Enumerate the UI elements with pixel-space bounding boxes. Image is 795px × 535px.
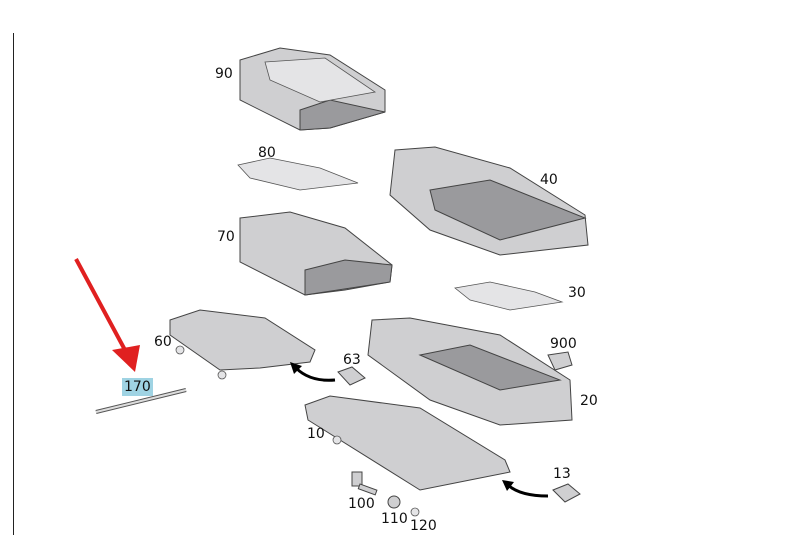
label-63: 63 — [343, 352, 361, 368]
assembly-arrow-63-head — [290, 362, 302, 374]
label-40: 40 — [540, 172, 558, 188]
part-30-heating-mat[interactable] — [454, 281, 564, 311]
part-10-seat-frame[interactable] — [304, 395, 511, 491]
assembly-arrow-13-head — [502, 480, 514, 491]
assembly-arrow-13 — [506, 483, 549, 498]
part-63-bracket[interactable] — [337, 366, 366, 386]
part-120-washer[interactable] — [410, 507, 420, 517]
frame-divider — [13, 33, 14, 535]
red-pointer-arrow — [74, 258, 127, 351]
label-100: 100 — [348, 496, 375, 512]
label-120: 120 — [410, 518, 437, 534]
label-13: 13 — [553, 466, 571, 482]
label-110: 110 — [381, 511, 408, 527]
label-70: 70 — [217, 229, 235, 245]
label-10: 10 — [307, 426, 325, 442]
part-80-heating-mat[interactable] — [237, 157, 359, 191]
label-900: 900 — [550, 336, 577, 352]
label-20: 20 — [580, 393, 598, 409]
part-20-seat-cushion[interactable] — [367, 317, 573, 426]
label-80: 80 — [258, 145, 276, 161]
part-900-clip[interactable] — [547, 351, 573, 371]
part-40-backrest-cover[interactable] — [389, 146, 589, 256]
assembly-arrow-63 — [294, 366, 336, 382]
label-60: 60 — [154, 334, 172, 350]
part-170-gas-strut[interactable] — [95, 388, 187, 414]
label-30: 30 — [568, 285, 586, 301]
label-90: 90 — [215, 66, 233, 82]
red-pointer-arrow-head — [112, 345, 140, 372]
label-170-highlighted: 170 — [122, 378, 153, 396]
part-70-seat-foam[interactable] — [239, 211, 393, 296]
part-100-bolt[interactable] — [351, 471, 378, 496]
part-110-bushing[interactable] — [387, 495, 401, 509]
part-13-bracket[interactable] — [552, 483, 581, 503]
part-60-seat-pan[interactable] — [169, 309, 316, 380]
part-90-cushion-cover[interactable] — [239, 47, 386, 131]
